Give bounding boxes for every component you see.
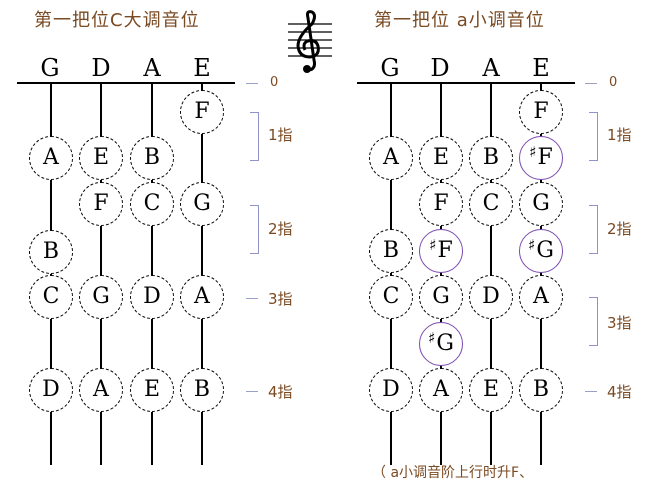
string-name-e: E [193, 54, 211, 82]
sharp-note-circle: ♯F [519, 136, 563, 180]
open-string-label: 0 [609, 75, 618, 90]
string-name-g: G [380, 54, 400, 82]
note-circle: C [130, 182, 174, 226]
finger-tick [246, 391, 258, 392]
note-circle: E [469, 368, 513, 412]
finger-label-3: 3指 [607, 314, 632, 332]
note-circle: F [519, 90, 563, 134]
note-circle: A [180, 275, 224, 319]
string-name-e: E [532, 54, 550, 82]
finger-tick [246, 298, 258, 299]
note-circle: D [369, 368, 413, 412]
finger-label-4: 4指 [607, 383, 632, 401]
note-circle: G [79, 275, 123, 319]
note-circle: G [519, 182, 563, 226]
note-circle: B [180, 368, 224, 412]
note-circle: A [419, 368, 463, 412]
string-line-g [50, 83, 52, 465]
finger-bracket [250, 112, 259, 161]
note-circle: E [419, 136, 463, 180]
note-circle: A [79, 368, 123, 412]
string-line-a [151, 83, 153, 465]
note-circle: D [29, 368, 73, 412]
note-circle: B [130, 136, 174, 180]
nut-line [357, 82, 575, 84]
nut-line [17, 82, 235, 84]
sharp-note-circle: ♯G [419, 322, 463, 366]
string-line-e [540, 83, 542, 465]
note-circle: B [469, 136, 513, 180]
finger-tick [585, 391, 597, 392]
note-circle: A [29, 136, 73, 180]
sharp-note-circle: ♯F [419, 229, 463, 273]
left-title: 第一把位C大调音位 [34, 10, 200, 31]
note-circle: E [130, 368, 174, 412]
finger-bracket [589, 297, 598, 346]
finger-bracket [250, 205, 259, 254]
finger-label-2: 2指 [268, 220, 293, 238]
note-circle: D [130, 275, 174, 319]
string-line-g [390, 83, 392, 465]
note-circle: C [469, 182, 513, 226]
string-line-d [100, 83, 102, 465]
finger-label-4: 4指 [268, 383, 293, 401]
string-name-a: A [143, 54, 161, 82]
note-circle: A [519, 275, 563, 319]
note-circle: F [180, 90, 224, 134]
finger-bracket [589, 205, 598, 254]
note-circle: B [29, 230, 73, 274]
string-name-a: A [482, 54, 500, 82]
note-circle: B [519, 368, 563, 412]
treble-clef-icon [288, 10, 332, 73]
sharp-icon: ♯ [529, 143, 537, 161]
note-circle: G [419, 275, 463, 319]
finger-label-2: 2指 [607, 220, 632, 238]
note-circle: F [419, 182, 463, 226]
footnote: （ a小调音阶上行时升F、 [372, 465, 534, 481]
note-circle: C [29, 275, 73, 319]
finger-bracket [589, 112, 598, 161]
sharp-icon: ♯ [428, 329, 436, 347]
open-string-label: 0 [270, 75, 279, 90]
string-name-d: D [91, 54, 111, 82]
note-circle: F [79, 182, 123, 226]
sharp-note-circle: ♯G [519, 229, 563, 273]
open-tick [246, 83, 258, 84]
note-circle: E [79, 136, 123, 180]
string-line-a [490, 83, 492, 465]
note-circle: A [369, 136, 413, 180]
sharp-icon: ♯ [429, 236, 437, 254]
string-name-d: D [430, 54, 450, 82]
finger-label-1: 1指 [607, 126, 632, 144]
note-circle: D [469, 275, 513, 319]
finger-label-1: 1指 [268, 126, 293, 144]
note-circle: G [180, 182, 224, 226]
finger-label-3: 3指 [268, 290, 293, 308]
string-line-d [440, 83, 442, 465]
right-title: 第一把位 a小调音位 [374, 10, 545, 31]
string-name-g: G [40, 54, 60, 82]
string-line-e [201, 83, 203, 465]
open-tick [585, 83, 597, 84]
note-circle: B [369, 229, 413, 273]
note-circle: C [369, 275, 413, 319]
sharp-icon: ♯ [528, 236, 536, 254]
